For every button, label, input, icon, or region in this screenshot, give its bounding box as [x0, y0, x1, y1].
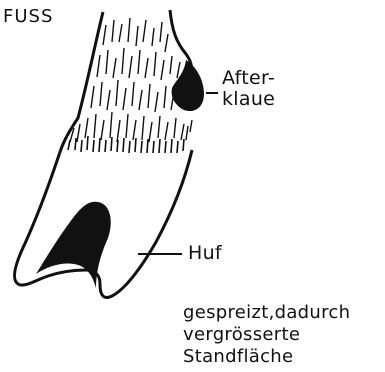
dewclaw-label-line1: After-: [222, 68, 275, 89]
leg-outline: [60, 12, 103, 152]
caption: gespreizt,dadurch vergrösserte Standfläc…: [183, 302, 350, 368]
caption-line3: Standfläche: [183, 346, 350, 368]
dewclaw-shape: [172, 60, 204, 111]
dewclaw-label: After- klaue: [222, 68, 275, 110]
dewclaw-label-line2: klaue: [222, 89, 275, 110]
caption-line1: gespreizt,dadurch: [183, 302, 350, 324]
fur-fringe: [68, 136, 184, 153]
caption-line2: vergrösserte: [183, 324, 350, 346]
hoof-label: Huf: [188, 243, 222, 264]
diagram-title: FUSS: [3, 6, 53, 27]
